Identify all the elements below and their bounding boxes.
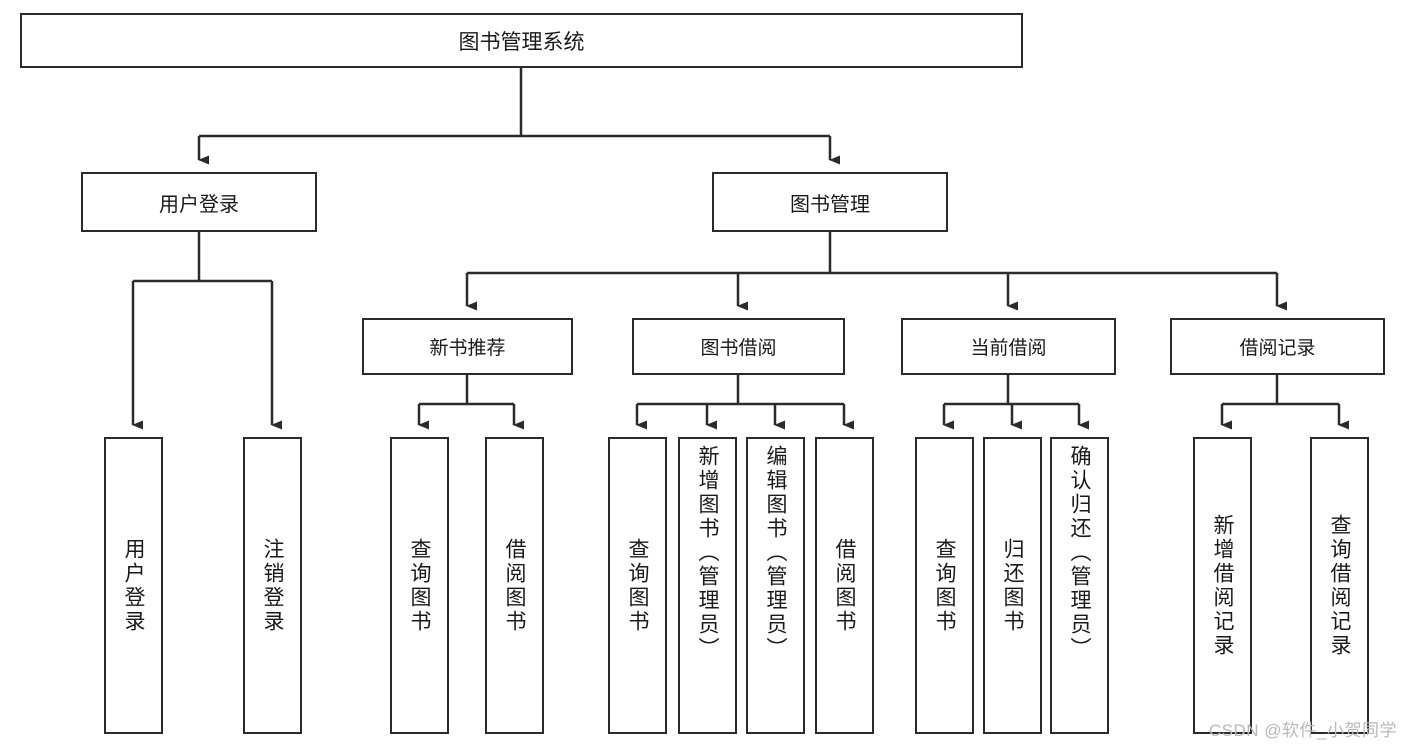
- leaf-borrow-book-recommend-label: 借阅图书: [503, 537, 526, 634]
- csdn-watermark: CSDN @软件_小贺同学: [1208, 721, 1397, 740]
- leaf-return-book[interactable]: 归还图书: [983, 437, 1042, 734]
- leaf-add-book-admin[interactable]: 新增图书（管理员）: [678, 437, 737, 734]
- leaf-query-book-borrow[interactable]: 查询图书: [608, 437, 667, 734]
- leaf-query-borrow-record-label: 查询借阅记录: [1328, 513, 1351, 658]
- leaf-confirm-return-admin-label: 确认归还（管理员）: [1068, 445, 1091, 661]
- leaf-logout-label: 注销登录: [261, 537, 284, 634]
- leaf-query-book-recommend-label: 查询图书: [408, 537, 431, 634]
- node-root[interactable]: 图书管理系统: [20, 13, 1023, 68]
- leaf-borrow-book-label: 借阅图书: [833, 537, 856, 634]
- leaf-user-login[interactable]: 用户登录: [104, 437, 163, 734]
- node-borrow-record-label: 借阅记录: [1239, 338, 1316, 359]
- node-book-borrow[interactable]: 图书借阅: [632, 318, 845, 375]
- node-user-login[interactable]: 用户登录: [81, 172, 317, 232]
- node-new-book-recommend[interactable]: 新书推荐: [362, 318, 573, 375]
- leaf-query-borrow-record[interactable]: 查询借阅记录: [1310, 437, 1369, 734]
- leaf-edit-book-admin-label: 编辑图书（管理员）: [764, 445, 787, 661]
- node-borrow-record[interactable]: 借阅记录: [1170, 318, 1385, 375]
- leaf-return-book-label: 归还图书: [1001, 537, 1024, 634]
- leaf-query-book-current[interactable]: 查询图书: [915, 437, 974, 734]
- leaf-user-login-label: 用户登录: [122, 537, 145, 634]
- leaf-add-book-admin-label: 新增图书（管理员）: [696, 445, 719, 661]
- leaf-query-book-current-label: 查询图书: [933, 537, 956, 634]
- leaf-confirm-return-admin[interactable]: 确认归还（管理员）: [1050, 437, 1109, 734]
- node-book-management[interactable]: 图书管理: [712, 172, 948, 232]
- leaf-add-borrow-record-label: 新增借阅记录: [1211, 513, 1234, 658]
- node-book-management-label: 图书管理: [790, 193, 870, 216]
- node-book-borrow-label: 图书借阅: [700, 338, 777, 359]
- leaf-query-book-recommend[interactable]: 查询图书: [390, 437, 449, 734]
- node-current-borrow[interactable]: 当前借阅: [901, 318, 1116, 375]
- node-new-book-recommend-label: 新书推荐: [429, 338, 506, 359]
- leaf-query-book-borrow-label: 查询图书: [626, 537, 649, 634]
- leaf-edit-book-admin[interactable]: 编辑图书（管理员）: [746, 437, 805, 734]
- leaf-logout[interactable]: 注销登录: [243, 437, 302, 734]
- node-root-label: 图书管理系统: [458, 30, 585, 54]
- node-user-login-label: 用户登录: [159, 193, 239, 216]
- leaf-add-borrow-record[interactable]: 新增借阅记录: [1193, 437, 1252, 734]
- node-current-borrow-label: 当前借阅: [970, 338, 1047, 359]
- leaf-borrow-book[interactable]: 借阅图书: [815, 437, 874, 734]
- leaf-borrow-book-recommend[interactable]: 借阅图书: [485, 437, 544, 734]
